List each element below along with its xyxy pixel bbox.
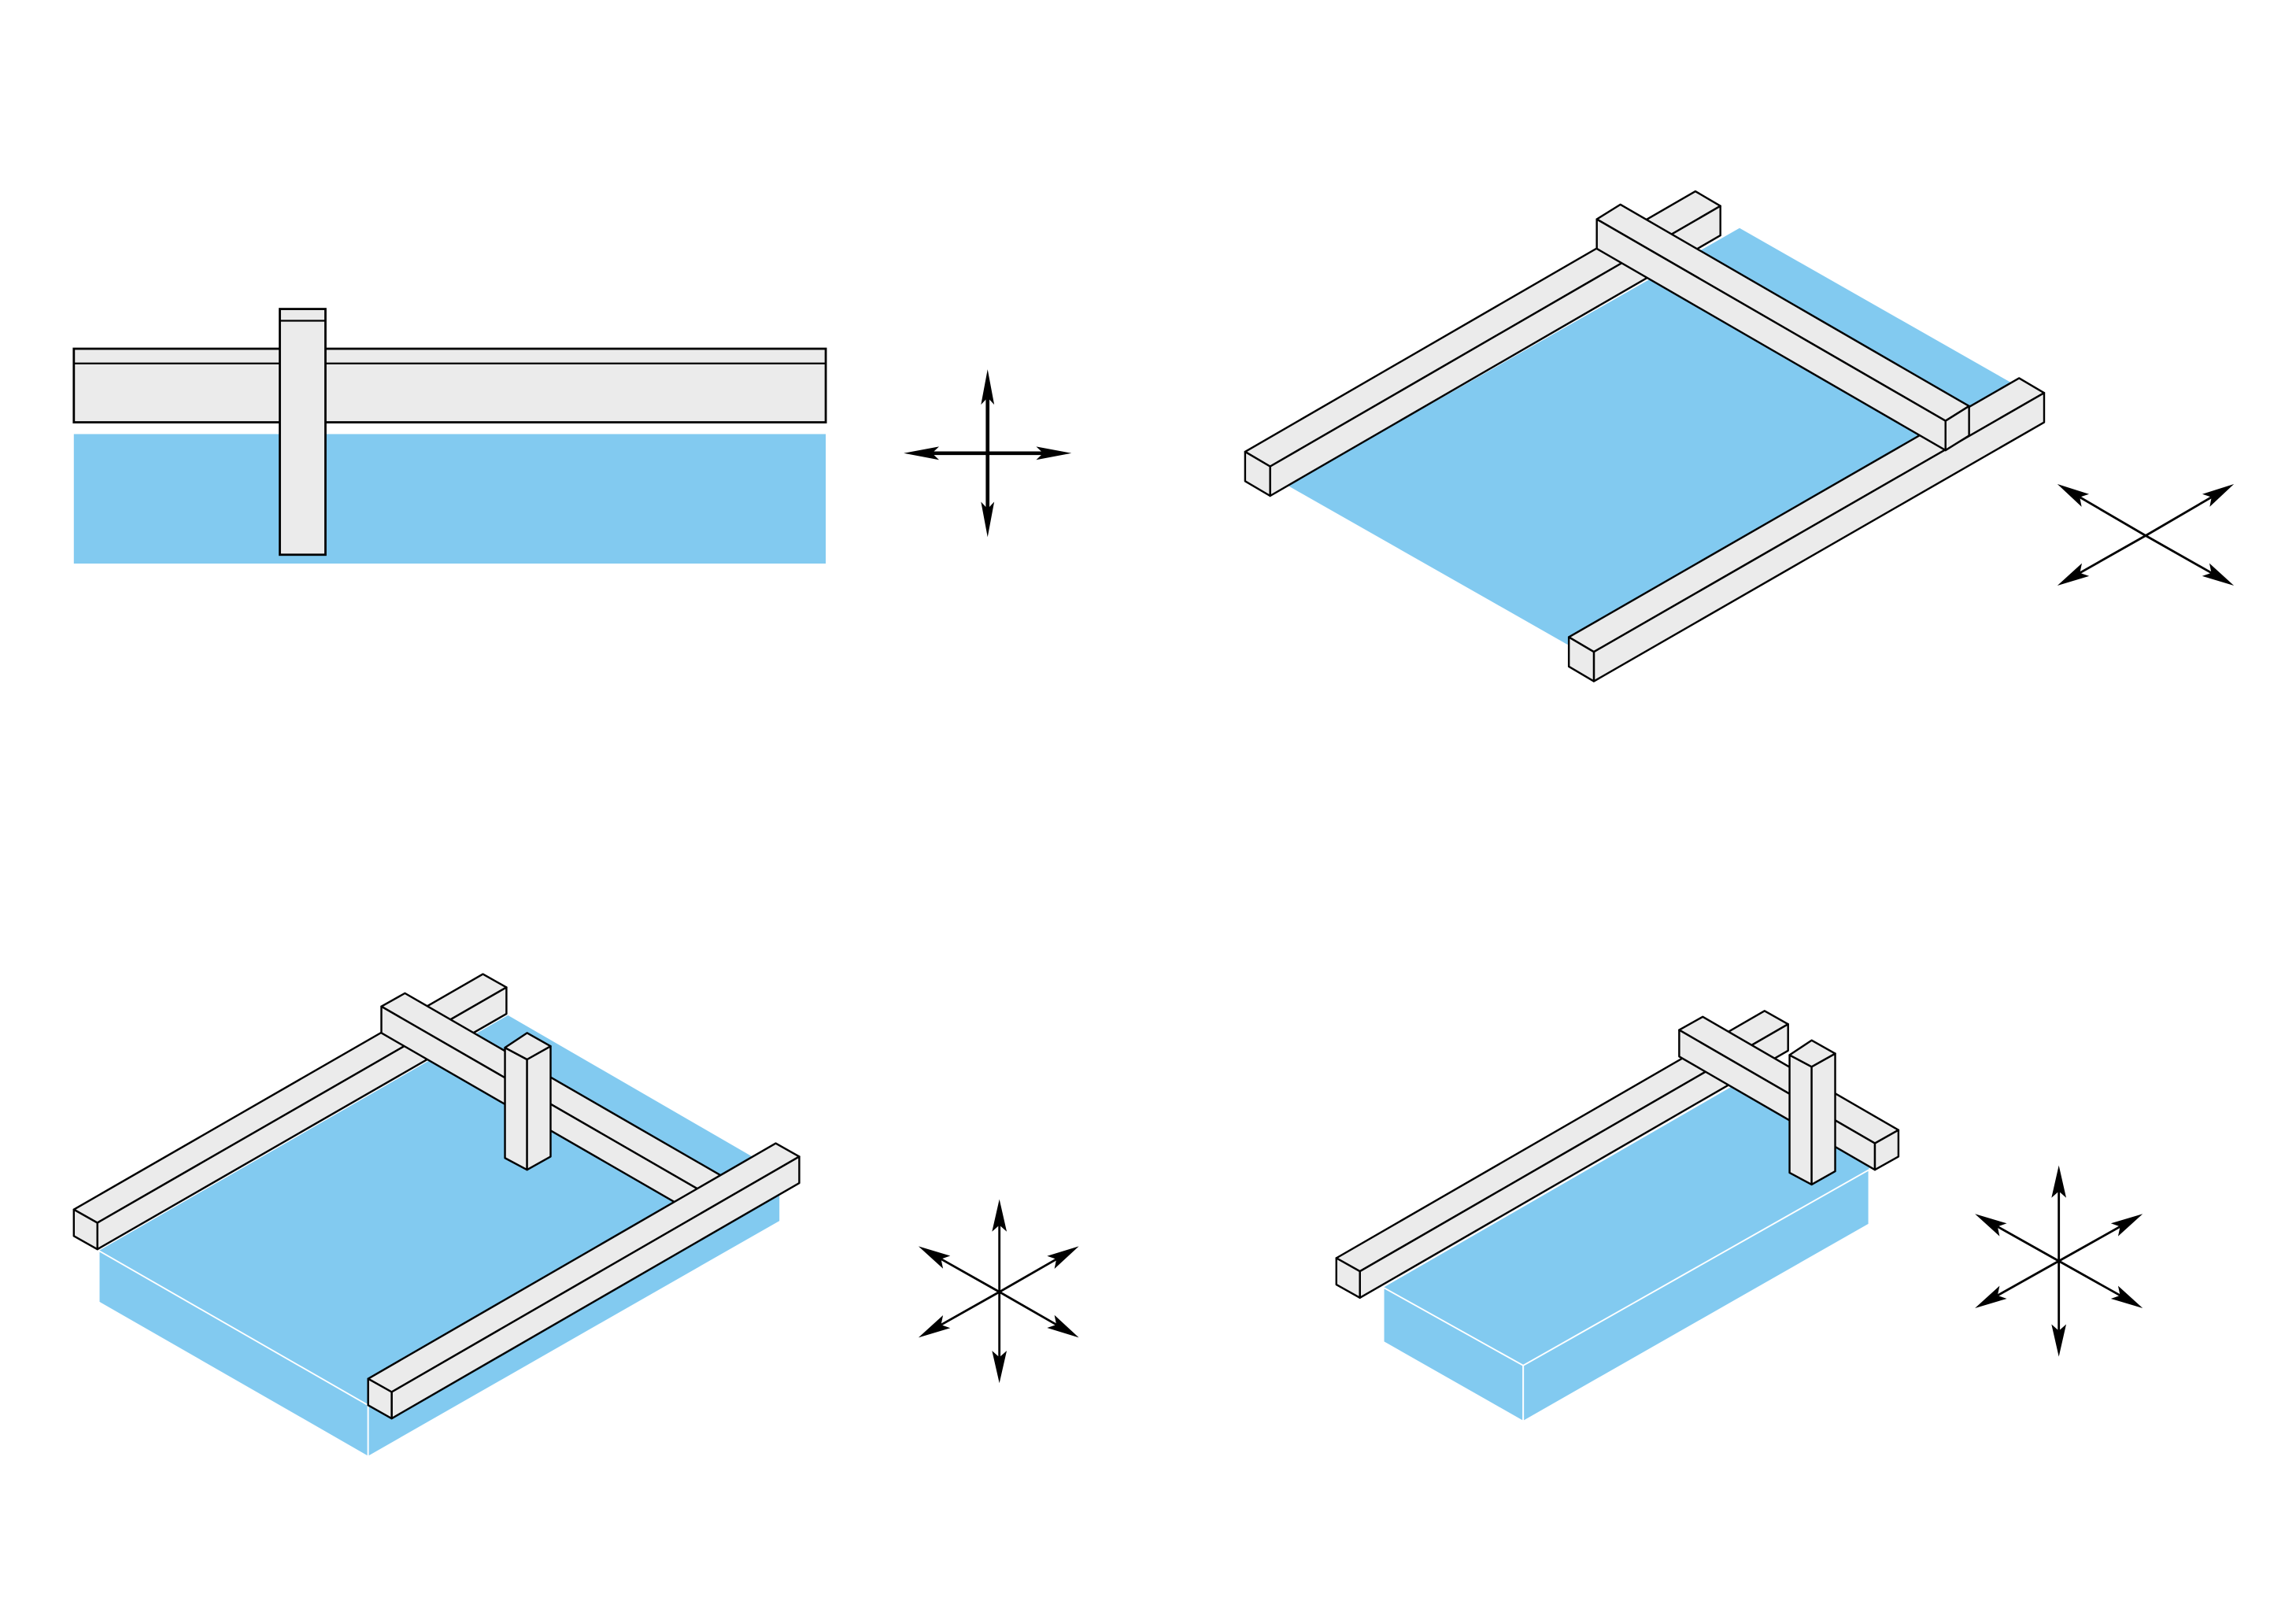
beam [72,347,827,423]
arrowhead-icon [1047,1314,1079,1338]
beam-end-face [1244,450,1271,497]
beam [1567,377,2046,682]
arrowhead-icon [2051,1165,2067,1198]
direction-arrows-icon [904,369,1072,538]
beam [1335,1010,1789,1300]
arrow-shaft [2058,1259,2121,1297]
beam-end-face [1873,1129,1900,1171]
arrow-shaft [998,1258,1057,1293]
arrowhead-icon [918,1246,951,1269]
arrowhead-icon [1036,446,1072,460]
arrowhead-icon [2202,484,2235,507]
arrowhead-icon [2057,563,2090,586]
post-right-face [1810,1052,1836,1186]
direction-arrows-icon [1975,1165,2143,1357]
arrowhead-icon [981,501,995,538]
panel-isometric-compact [1335,1010,2143,1422]
arrow-shaft [2145,496,2213,537]
arrow-shaft [2145,534,2213,575]
panel-isometric-with-post [72,973,1079,1458]
arrow-shaft [2079,534,2146,575]
arrow-shaft [1997,1226,2060,1263]
arrowhead-icon [2051,1324,2067,1357]
arrow-shaft [940,1258,1000,1293]
post [1788,1039,1836,1186]
beam-end-face [1944,405,1970,452]
slab-right-face [1522,1169,1870,1422]
post [279,308,327,556]
beam-end-face [367,1377,393,1420]
water-area [1288,227,2017,645]
arrowhead-icon [992,1351,1008,1384]
post-right-face [526,1044,552,1171]
beam-end-face [1335,1257,1361,1300]
post-left-face [504,1046,528,1171]
beam [1595,203,1970,452]
arrowhead-icon [981,369,995,405]
arrowhead-icon [1975,1285,2007,1308]
direction-arrows-icon [918,1199,1079,1384]
post-left-face [1788,1054,1813,1186]
beam-end-face [72,1208,98,1251]
arrowhead-icon [918,1314,951,1338]
arrowhead-icon [2202,563,2235,586]
panel-plan-isometric-view [1244,190,2235,682]
arrow-shaft [2058,1226,2121,1263]
arrowhead-icon [1047,1246,1079,1270]
beam [1244,190,1721,497]
arrow-shaft [1997,1259,2060,1297]
panel-elevation-view [72,308,1072,564]
arrowhead-icon [1975,1214,2007,1237]
arrowhead-icon [904,446,940,460]
water-top-face [1383,1067,1869,1366]
arrow-shaft [940,1291,1000,1326]
arrowhead-icon [2110,1214,2143,1237]
beam [367,1142,800,1420]
arrowhead-icon [2110,1285,2143,1308]
arrow-shaft [2079,496,2146,537]
arrow-shaft [998,1291,1057,1326]
water-area [73,434,826,564]
arrowhead-icon [2057,484,2090,507]
beam-end-face [1567,636,1595,682]
post-top-face [504,1032,552,1061]
direction-arrows-icon [2057,484,2235,586]
post-top-face [1788,1039,1836,1068]
arrowhead-icon [992,1199,1008,1232]
post [504,1032,552,1171]
